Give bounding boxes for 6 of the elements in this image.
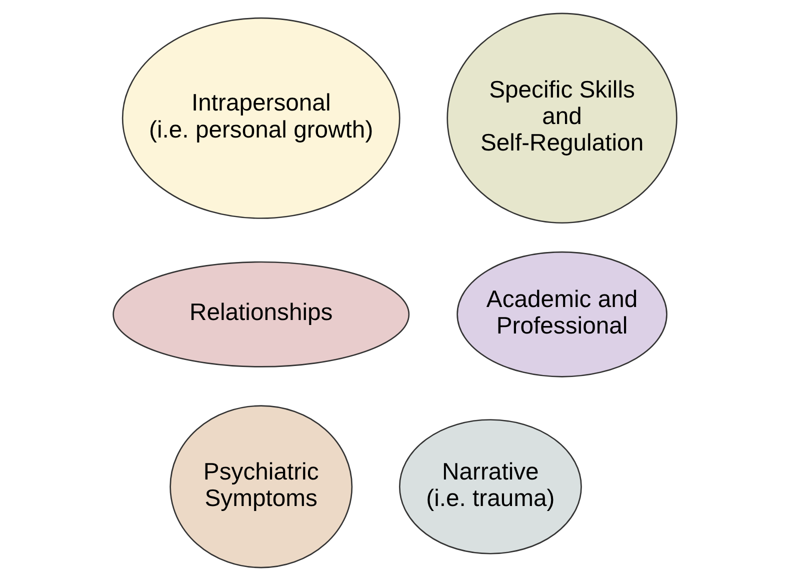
node-ellipse: Academic and Professional <box>456 251 668 378</box>
node-ellipse: Narrative (i.e. trauma) <box>398 419 582 554</box>
node-ellipse: Intrapersonal (i.e. personal growth) <box>122 17 400 219</box>
node-circle: Specific Skills and Self-Regulation <box>446 12 678 224</box>
node-ellipse: Relationships <box>112 261 410 368</box>
node-ellipse: Psychiatric Symptoms <box>170 405 353 568</box>
